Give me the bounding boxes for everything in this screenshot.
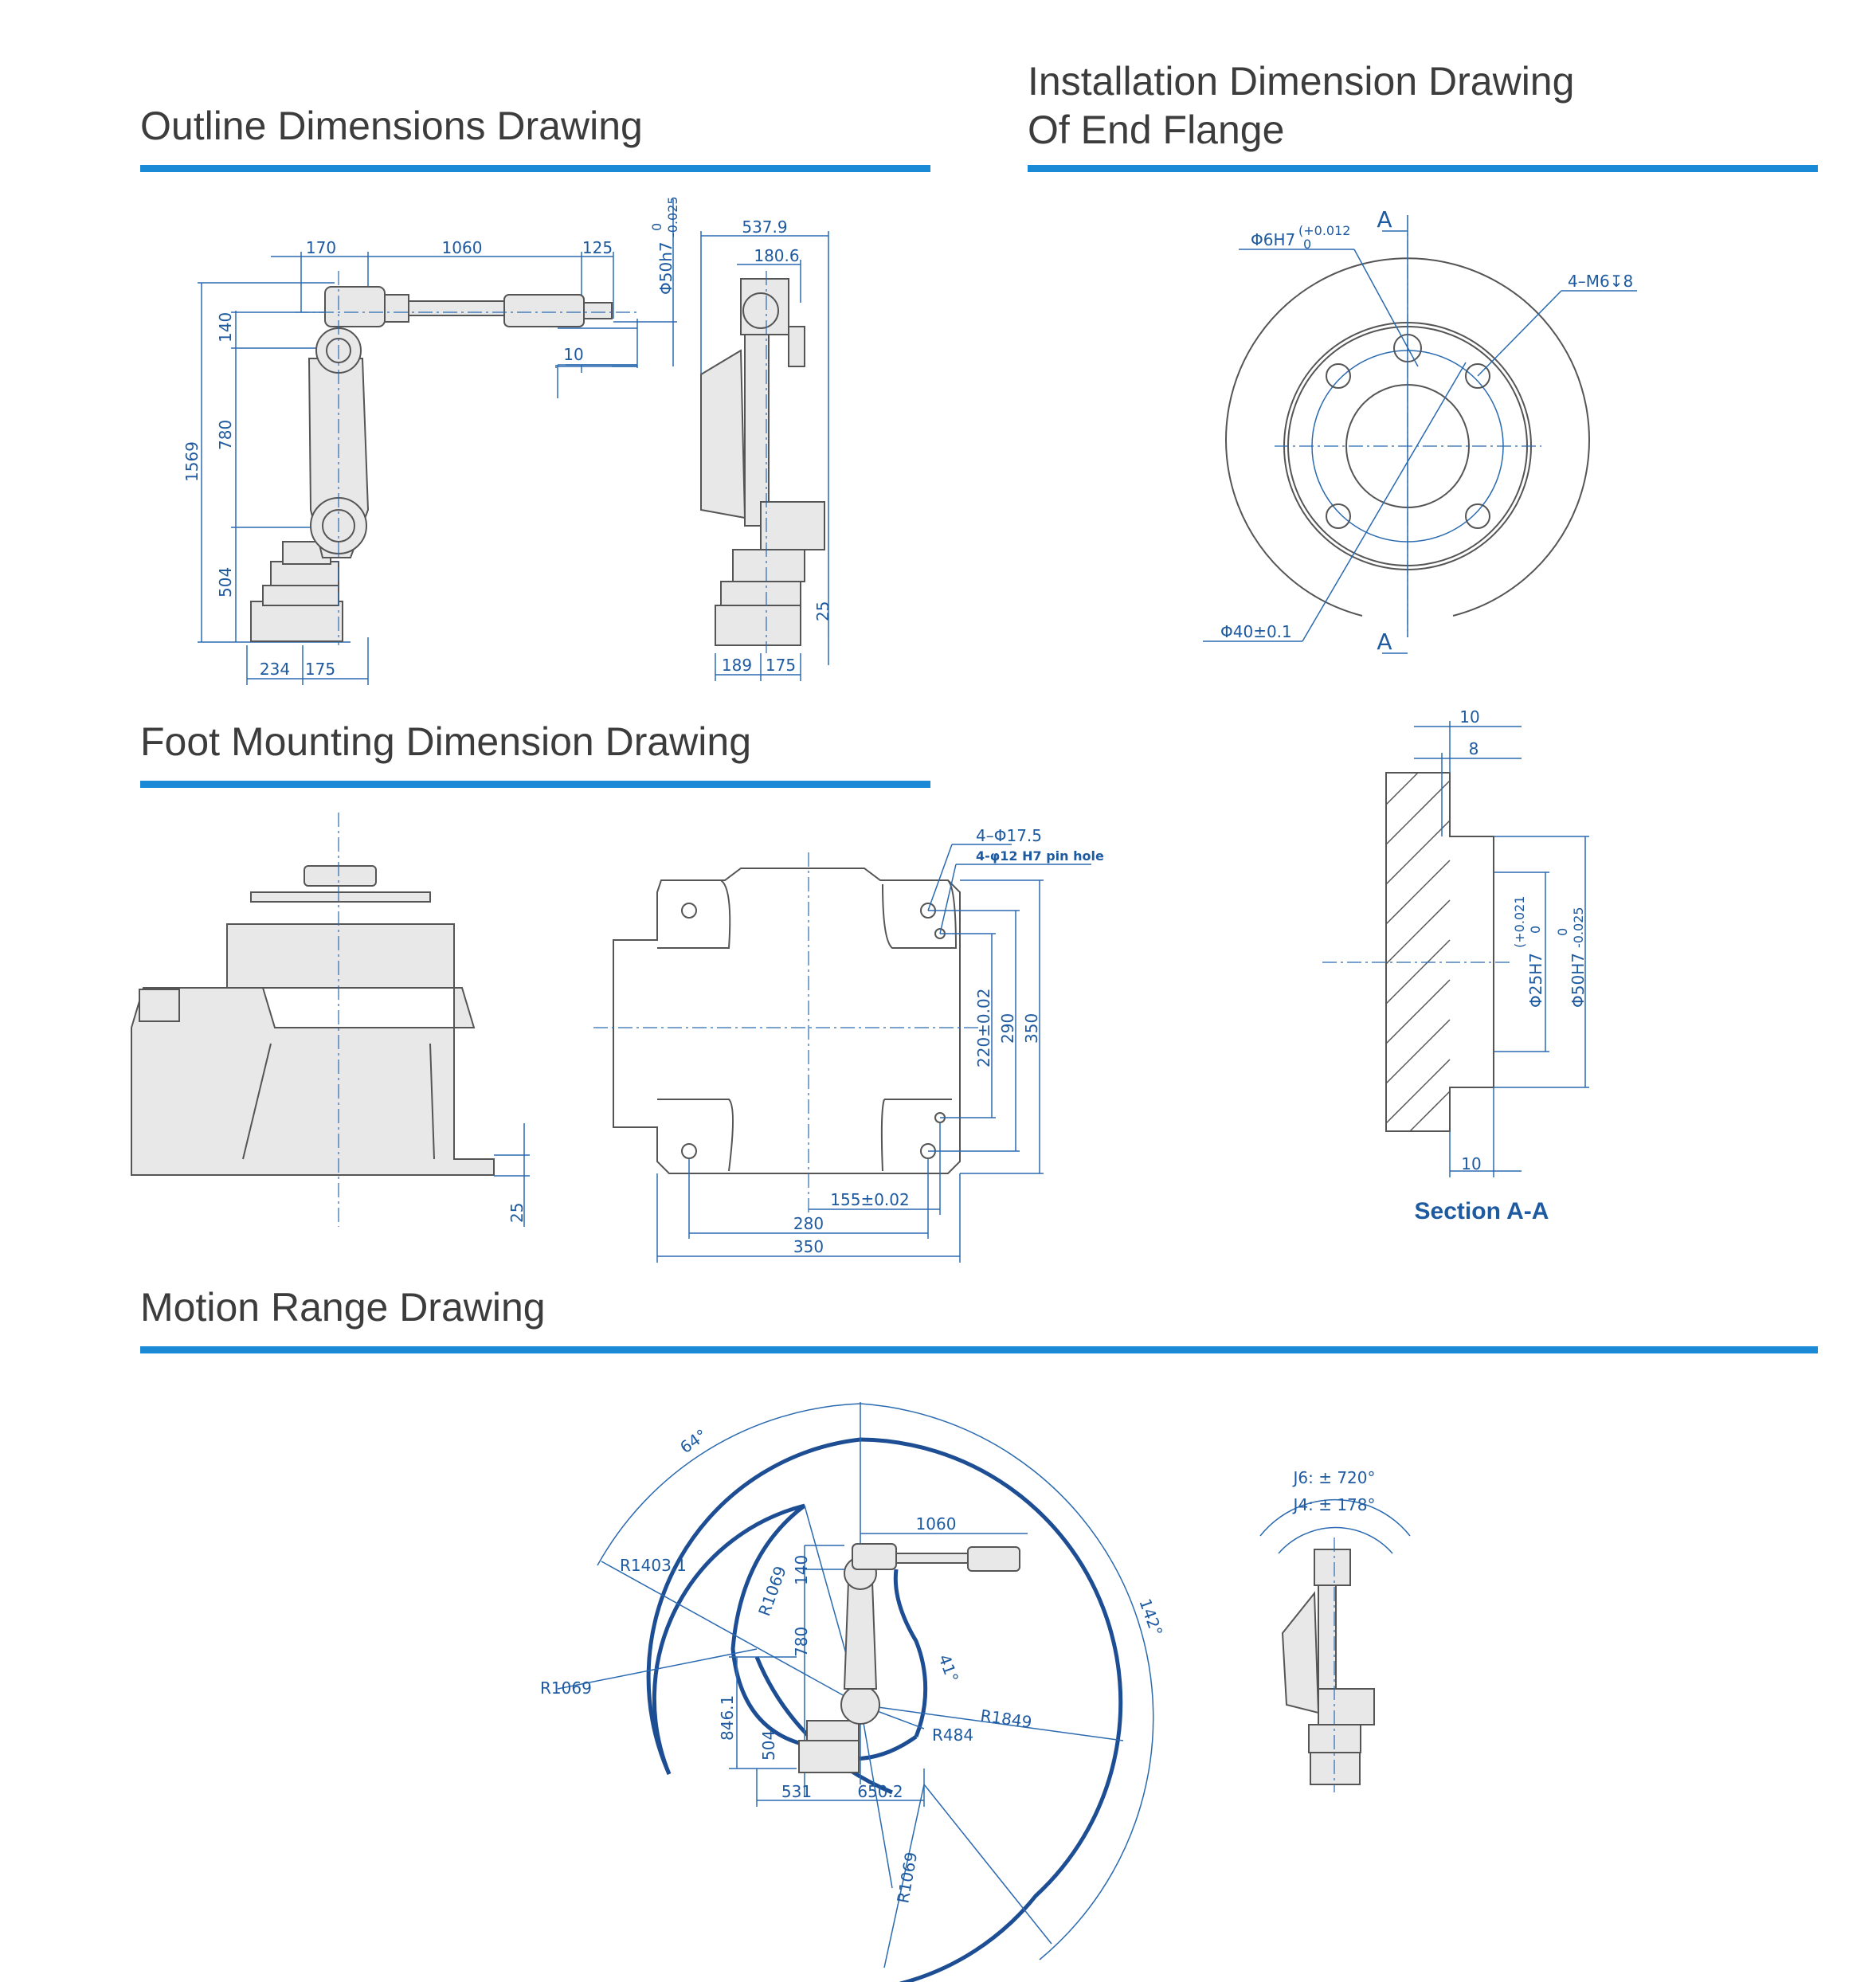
flange-title-line1: Installation Dimension Drawing	[1028, 59, 1575, 104]
dim-189: 189	[722, 656, 752, 675]
dim-1060: 1060	[442, 238, 483, 257]
motion-reach-1060: 1060	[916, 1514, 957, 1534]
dim-hole-6h7: Φ6H7	[1251, 230, 1295, 249]
dim-780: 780	[216, 420, 235, 450]
motion-504: 504	[759, 1730, 778, 1761]
dim-180-6: 180.6	[754, 246, 799, 265]
dim-hole-tol-upper: (+0.012	[1298, 223, 1350, 238]
outline-rule	[140, 165, 930, 172]
motion-r1069-upper: R1069	[754, 1564, 790, 1619]
motion-angle-142: 142°	[1135, 1596, 1166, 1639]
dim-bore-tol-upper: (+0.021	[1512, 896, 1527, 948]
dim-outer-tol-lower: -0.025	[1571, 907, 1586, 948]
foot-rule	[140, 781, 930, 788]
dim-170: 170	[306, 238, 336, 257]
dim-foot-holes: 4–Φ17.5	[976, 826, 1042, 845]
flange-front-view	[1203, 215, 1637, 654]
dim-flange-tol-upper: 0	[649, 223, 664, 231]
dim-section-bottom-10: 10	[1461, 1154, 1481, 1173]
motion-r1069-left: R1069	[540, 1678, 592, 1698]
dim-foot-350-h: 350	[793, 1237, 824, 1256]
dim-foot-220: 220±0.02	[974, 989, 993, 1067]
dim-hole-tol-lower: 0	[1303, 237, 1311, 252]
dim-threads: 4–M6↧8	[1568, 272, 1633, 291]
dim-10: 10	[563, 345, 583, 364]
foot-side-view	[131, 813, 530, 1227]
foot-title: Foot Mounting Dimension Drawing	[140, 719, 752, 764]
motion-780: 780	[792, 1627, 811, 1657]
outline-front-view	[198, 199, 677, 685]
motion-angle-41: 41°	[934, 1652, 962, 1686]
dim-section-top-8: 8	[1469, 739, 1479, 758]
dim-foot-280: 280	[793, 1214, 824, 1233]
motion-angle-64: 64°	[676, 1425, 711, 1457]
motion-j6: J6: ± 720°	[1291, 1468, 1375, 1487]
dim-outer: Φ50H7	[1569, 953, 1588, 1008]
motion-531: 531	[781, 1782, 812, 1801]
dim-pcd: Φ40±0.1	[1220, 622, 1292, 641]
dim-504: 504	[216, 567, 235, 597]
dim-bore: Φ25H7	[1526, 953, 1545, 1008]
motion-j4: J4: ± 178°	[1291, 1495, 1375, 1514]
dim-foot-155: 155±0.02	[830, 1190, 909, 1209]
motion-r1849: R1849	[979, 1706, 1033, 1732]
outline-side-view	[700, 231, 829, 681]
outline-title: Outline Dimensions Drawing	[140, 104, 643, 148]
motion-r1069-lower: R1069	[893, 1851, 921, 1905]
dim-537-9: 537.9	[742, 217, 787, 237]
dim-bore-tol-lower: 0	[1528, 926, 1543, 934]
flange-marker-a-bottom: A	[1377, 629, 1392, 655]
motion-r1403: R1403.1	[620, 1556, 687, 1575]
dim-side-25: 25	[813, 601, 832, 621]
motion-650: 650.2	[857, 1782, 903, 1801]
dim-140: 140	[216, 312, 235, 343]
dim-flange-tol-lower: -0.025	[665, 196, 680, 237]
motion-r484: R484	[932, 1725, 973, 1745]
dim-foot-25: 25	[507, 1203, 527, 1223]
dim-175: 175	[305, 660, 335, 679]
section-label: Section A-A	[1415, 1198, 1549, 1224]
dim-side-175: 175	[766, 656, 796, 675]
motion-range-view	[557, 1402, 1411, 1982]
dim-foot-pin-holes: 4-φ12 H7 pin hole	[976, 848, 1104, 864]
motion-title: Motion Range Drawing	[140, 1285, 546, 1330]
motion-846: 846.1	[718, 1695, 737, 1741]
dim-234: 234	[260, 660, 290, 679]
flange-rule	[1028, 165, 1818, 172]
dim-1569: 1569	[182, 441, 202, 482]
dim-125: 125	[582, 238, 613, 257]
dim-section-top-10: 10	[1459, 707, 1479, 727]
dim-outer-tol-upper: 0	[1555, 928, 1570, 936]
foot-plan-view	[593, 844, 1091, 1263]
dim-flange-dia: Φ50h7	[656, 241, 676, 295]
dim-foot-290: 290	[998, 1013, 1017, 1044]
section-aa-view	[1322, 721, 1589, 1177]
motion-rule	[140, 1346, 1818, 1353]
motion-140: 140	[792, 1555, 811, 1585]
flange-marker-a-top: A	[1377, 206, 1392, 233]
dim-foot-350-v: 350	[1022, 1013, 1041, 1044]
flange-title-line2: Of End Flange	[1028, 108, 1285, 152]
